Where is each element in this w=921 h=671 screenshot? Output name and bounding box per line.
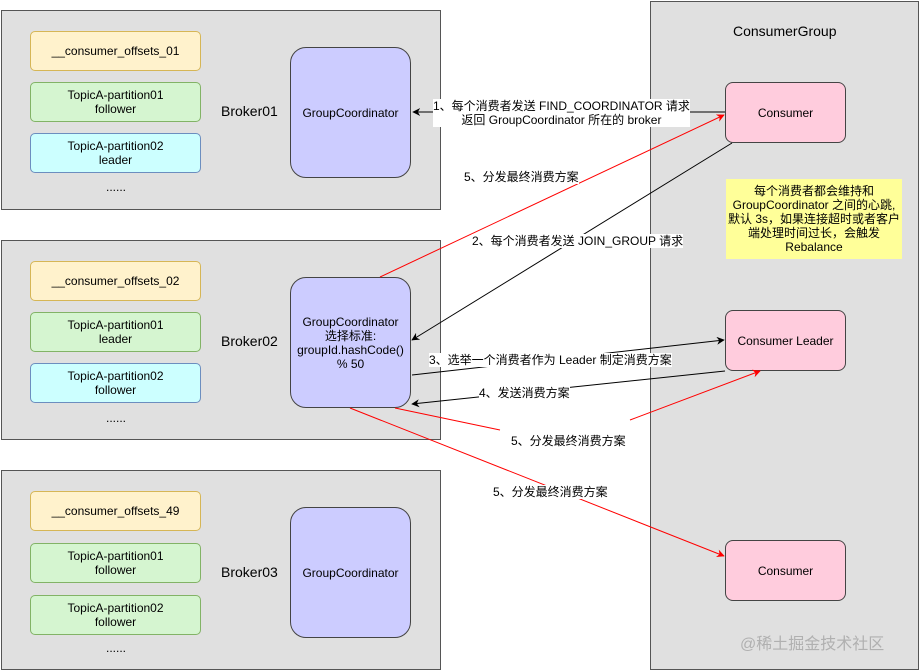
label-step1: 1、每个消费者发送 FIND_COORDINATOR 请求 返回 GroupCo… bbox=[433, 99, 690, 127]
heartbeat-note: 每个消费者都会维持和 GroupCoordinator 之间的心跳, 默认 3s… bbox=[726, 179, 902, 259]
consumer-top: Consumer bbox=[725, 82, 846, 143]
broker02-offsets-partition: __consumer_offsets_02 bbox=[30, 261, 201, 301]
broker03-topica-partition02: TopicA-partition02 follower bbox=[30, 595, 201, 635]
broker01-topica-partition02: TopicA-partition02 leader bbox=[30, 133, 201, 173]
broker01-label: Broker01 bbox=[221, 103, 278, 119]
label-step5-top: 5、分发最终消费方案 bbox=[464, 170, 579, 184]
broker03-topica-partition01: TopicA-partition01 follower bbox=[30, 543, 201, 583]
broker02-more-dots: ...... bbox=[105, 411, 126, 425]
broker02-label: Broker02 bbox=[221, 333, 278, 349]
arrow-distribute-leader-tail bbox=[629, 369, 761, 421]
broker02-topica-partition01: TopicA-partition01 leader bbox=[30, 312, 201, 352]
broker02-topica-partition02: TopicA-partition02 follower bbox=[30, 363, 201, 403]
watermark: @稀土掘金技术社区 bbox=[740, 636, 885, 653]
arrow-distribute-bottom bbox=[349, 407, 725, 558]
broker02-group-coordinator: GroupCoordinator 选择标准: groupId.hashCode(… bbox=[290, 277, 411, 408]
broker01-group-coordinator: GroupCoordinator bbox=[290, 47, 411, 178]
label-step2: 2、每个消费者发送 JOIN_GROUP 请求 bbox=[472, 234, 684, 248]
broker03-more-dots: ...... bbox=[105, 641, 126, 655]
broker01-topica-partition01: TopicA-partition01 follower bbox=[30, 82, 201, 122]
consumer-leader: Consumer Leader bbox=[725, 310, 846, 371]
broker03-group-coordinator: GroupCoordinator bbox=[290, 507, 411, 638]
broker01-offsets-partition: __consumer_offsets_01 bbox=[30, 31, 201, 71]
label-step5-leader: 5、分发最终消费方案 bbox=[511, 434, 626, 448]
broker03-offsets-partition: __consumer_offsets_49 bbox=[30, 491, 201, 531]
label-step3: 3、选举一个消费者作为 Leader 制定消费方案 bbox=[429, 353, 672, 367]
label-step5-bottom: 5、分发最终消费方案 bbox=[493, 485, 608, 499]
consumer-bottom: Consumer bbox=[725, 540, 846, 601]
broker03-label: Broker03 bbox=[221, 564, 278, 580]
label-step4: 4、发送消费方案 bbox=[479, 386, 570, 400]
consumer-group-title: ConsumerGroup bbox=[733, 23, 837, 39]
arrow-distribute-leader bbox=[394, 407, 501, 431]
broker01-more-dots: ...... bbox=[105, 180, 126, 194]
arrow-distribute-top bbox=[379, 114, 725, 278]
